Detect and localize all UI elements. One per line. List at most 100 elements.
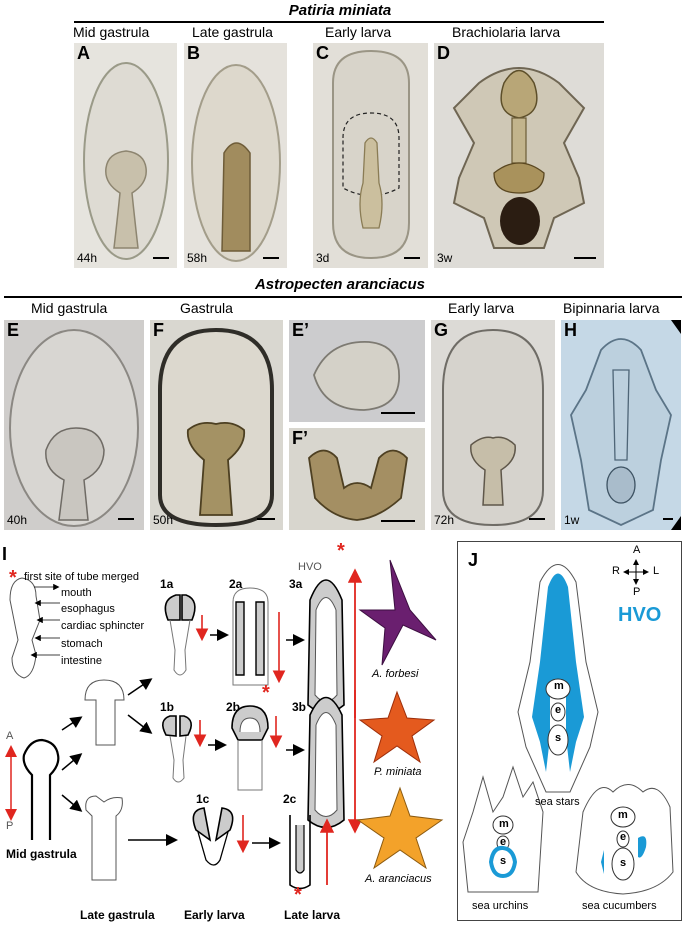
organ-m-urchin: m [499,818,509,830]
scale-bar-c [404,257,420,259]
embryo-e-drawing [9,329,139,527]
stage-label-a: Mid gastrula [73,24,150,40]
merge-star-3a: * [337,540,345,562]
scale-bar-d [574,257,596,259]
timepoint-d: 3w [437,251,453,265]
part-label-intestine: intestine [61,655,102,667]
scale-bar-g [529,518,545,520]
panel-letter-h: H [564,320,577,340]
panel-letter-i: I [2,544,8,564]
embryo-c-drawing [332,49,410,260]
part-label-esophagus: esophagus [61,603,115,615]
compass-a: A [633,544,641,556]
panel-i: I [0,540,450,926]
stage-code-3b: 3b [292,700,307,714]
micrograph-e-prime: E’ [289,320,425,422]
scale-bar-b [263,257,279,259]
part-label-stomach: stomach [61,638,103,650]
micrograph-g: G 72h [431,320,555,530]
organ-s-star: s [555,732,562,744]
panel-letter-g: G [434,320,449,340]
hvo-label: HVO [298,561,322,573]
species-label-a-forbesi: A. forbesi [372,668,419,680]
panel-j-schematic [462,559,674,895]
divider-top [74,21,604,23]
hvo-legend: HVO [618,604,662,626]
organ-e-cucumber: e [620,831,627,843]
organ-s-urchin: s [500,855,507,867]
panel-j: J A P R L HVO m e s sea stars m e [457,541,682,921]
compass-r: R [612,565,620,577]
legend-first-site-text: first site of tube merged [24,571,139,583]
stage-label-f: Gastrula [180,300,233,316]
stage-code-3a: 3a [289,577,303,591]
panel-letter-f: F [153,320,164,340]
timepoint-c: 3d [316,251,330,265]
panel-letter-a: A [77,43,90,63]
species-title-patiria: Patiria miniata [288,2,392,19]
timepoint-g: 72h [434,513,455,527]
stage-label-h: Bipinnaria larva [563,300,660,316]
group-label-sea-cucumbers: sea cucumbers [582,900,657,912]
timepoint-e: 40h [7,513,28,527]
larva-d-drawing [452,67,586,249]
panel-i-schematic [4,559,444,890]
organ-m-star: m [554,680,564,692]
organ-e-urchin: e [500,836,507,848]
stage-code-2b: 2b [226,700,241,714]
species-label-a-aranciacus: A. aranciacus [365,873,432,885]
scale-bar-f-prime [381,520,415,522]
column-label-early-larva: Early larva [184,908,245,922]
axis-label-a: A [6,730,14,742]
micrograph-c: C 3d [313,43,428,268]
part-label-cardiac-sphincter: cardiac sphincter [61,620,145,632]
stage-label-b: Late gastrula [192,24,273,40]
part-label-mouth: mouth [61,587,92,599]
axis-label-p: P [6,820,14,832]
divider-middle [4,296,682,298]
merge-star-2c: * [294,884,302,906]
embryo-b-drawing [191,64,281,262]
stage-label-e: Mid gastrula [31,300,108,316]
scale-bar-e-prime [381,412,415,414]
panel-letter-c: C [316,43,329,63]
organ-e-star: e [555,704,562,716]
micrograph-f: F 50h [150,320,283,530]
legend-asterisk: * [9,567,17,589]
stage-label-c: Early larva [325,24,392,40]
panel-letter-j: J [468,550,479,570]
group-label-sea-stars: sea stars [535,796,580,808]
group-label-sea-urchins: sea urchins [472,900,529,912]
species-label-p-miniata: P. miniata [374,766,422,778]
species-title-astropecten: Astropecten aranciacus [254,276,426,293]
stage-code-1a: 1a [160,577,174,591]
stage-code-1b: 1b [160,700,175,714]
detail-e-prime-drawing [313,341,400,411]
stage-code-2a: 2a [229,577,243,591]
timepoint-b: 58h [187,251,208,265]
micrograph-d: D 3w [434,43,604,268]
micrograph-b: B 58h [184,43,287,268]
compass-l: L [653,565,660,577]
larva-g-drawing [442,328,544,527]
detail-f-prime-drawing [308,449,408,521]
panel-letter-f-prime: F’ [292,428,308,448]
stage-label-d: Brachiolaria larva [452,24,561,40]
panel-letter-b: B [187,43,200,63]
scale-bar-e [118,518,134,520]
panel-letter-e: E [7,320,20,340]
organ-m-cucumber: m [618,809,628,821]
scale-bar-a [153,257,169,259]
compass-p: P [633,586,641,598]
organ-s-cucumber: s [620,857,627,869]
stage-code-1c: 1c [196,792,210,806]
micrograph-h: H 1w [561,320,681,530]
column-label-late-gastrula: Late gastrula [80,908,155,922]
micrograph-f-prime: F’ [289,428,425,530]
micrograph-a: A 44h [74,43,177,268]
merge-star-2b: * [262,682,270,704]
embryo-a-drawing [83,62,169,260]
stage-code-2c: 2c [283,792,297,806]
timepoint-f: 50h [153,513,174,527]
micrograph-e: E 40h [4,320,144,530]
